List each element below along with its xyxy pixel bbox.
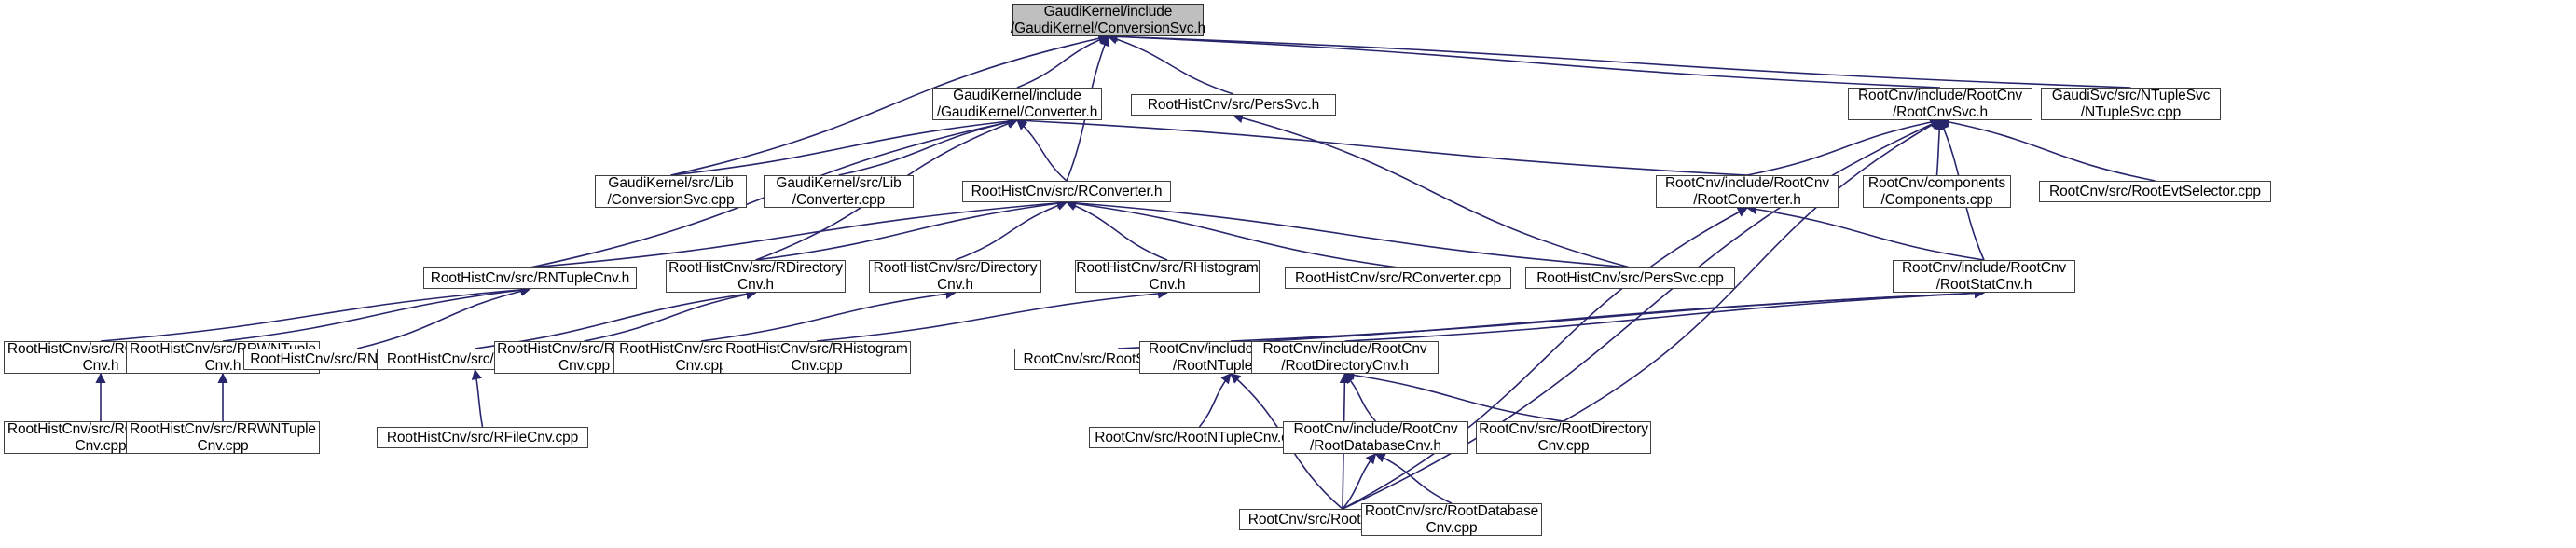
graph-edge [670, 116, 1019, 176]
graph-node[interactable]: RootHistCnv/src/RNTupleCnv.h [423, 267, 637, 289]
graph-node[interactable]: RootHistCnv/src/RConverter.cpp [1285, 267, 1511, 289]
graph-edge [100, 284, 531, 342]
graph-node[interactable]: RootCnv/src/RootEvtSelector.cpp [2039, 181, 2271, 202]
graph-edge [1198, 373, 1232, 428]
graph-edge [1107, 31, 1941, 89]
graph-node[interactable]: GaudiKernel/src/Lib /Converter.cpp [764, 175, 914, 208]
graph-edge [1065, 198, 1398, 268]
graph-edge [1065, 200, 1168, 261]
graph-edge [1230, 287, 1986, 342]
graph-node[interactable]: RootHistCnv/src/PersSvc.h [1131, 94, 1336, 116]
graph-node[interactable]: GaudiSvc/src/NTupleSvc /NTupleSvc.cpp [2041, 88, 2221, 120]
graph-node[interactable]: RootHistCnv/src/RRWNTuple Cnv.cpp [126, 421, 320, 454]
graph-edge [1938, 116, 2156, 182]
graph-edge [755, 198, 1068, 261]
graph-edge [955, 200, 1068, 261]
graph-node[interactable]: RootCnv/src/RootDatabase Cnv.cpp [1361, 503, 1542, 536]
graph-node[interactable]: RootCnv/src/RootDirectory Cnv.cpp [1476, 421, 1651, 454]
graph-edge [530, 198, 1068, 268]
graph-node[interactable]: RootHistCnv/src/PersSvc.cpp [1525, 267, 1735, 289]
graph-edge [1016, 34, 1109, 89]
graph-edge [1015, 115, 1748, 176]
graph-edge [1107, 34, 1234, 95]
graph-edge [1374, 453, 1453, 504]
graph-edge [1232, 113, 1631, 268]
graph-node[interactable]: RootHistCnv/src/Directory Cnv.h [869, 260, 1041, 293]
graph-edge [584, 289, 757, 342]
graph-node[interactable]: RootHistCnv/src/RDirectory Cnv.h [666, 260, 846, 293]
graph-edge [1342, 453, 1377, 510]
graph-edge [1107, 31, 2131, 89]
graph-edge [816, 288, 1169, 342]
graph-edge [1343, 373, 1377, 422]
graph-edge [471, 368, 484, 428]
graph-edge [222, 284, 531, 342]
graph-node[interactable]: RootCnv/include/RootCnv /RootConverter.h [1656, 175, 1839, 208]
graph-node[interactable]: RootHistCnv/src/RConverter.h [962, 181, 1171, 202]
graph-edge [475, 288, 757, 349]
graph-node[interactable]: RootCnv/components /Components.cpp [1863, 175, 2011, 208]
graph-edge [1745, 204, 1985, 261]
graph-node[interactable]: RootCnv/src/RootNTupleCnv.cpp [1089, 427, 1310, 448]
graph-edge [1343, 369, 1564, 422]
graph-edge [700, 288, 957, 342]
graph-node[interactable]: GaudiKernel/include /GaudiKernel/Convert… [932, 88, 1102, 120]
graph-edge [1065, 198, 1631, 268]
graph-node[interactable]: RootHistCnv/src/RHistogram Cnv.h [1075, 260, 1260, 293]
graph-node[interactable]: RootCnv/include/RootCnv /RootDatabaseCnv… [1283, 421, 1468, 454]
graph-node[interactable]: RootHistCnv/src/RFileCnv.cpp [377, 427, 588, 448]
graph-edge [1016, 119, 1068, 182]
graph-edge [1934, 118, 1945, 176]
graph-node-root[interactable]: GaudiKernel/include /GaudiKernel/Convers… [1010, 4, 1206, 36]
graph-edge [356, 285, 531, 349]
graph-node[interactable]: RootCnv/include/RootCnv /RootStatCnv.h [1893, 260, 2075, 293]
graph-node[interactable]: RootHistCnv/src/RHistogram Cnv.cpp [723, 341, 911, 374]
graph-edge [1746, 116, 1942, 176]
graph-edge [838, 116, 1019, 176]
graph-edge [1344, 287, 1986, 342]
graph-node[interactable]: GaudiKernel/src/Lib /ConversionSvc.cpp [595, 175, 747, 208]
graph-node[interactable]: RootCnv/include/RootCnv /RootDirectoryCn… [1251, 341, 1439, 374]
graph-node[interactable]: RootCnv/include/RootCnv /RootCnvSvc.h [1848, 88, 2032, 120]
graph-edge [1117, 287, 1986, 349]
